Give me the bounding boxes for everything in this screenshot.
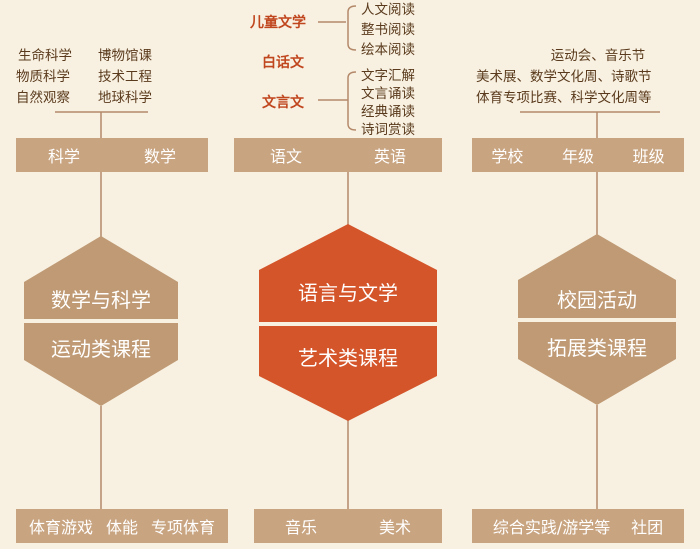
right-bar-grade: 年级 [561, 147, 594, 166]
left-bottom-bar: 体育游戏 体能 专项体育 [16, 509, 228, 543]
left-item-4: 技术工程 [98, 69, 152, 85]
hex-center-subtitle: 艺术类课程 [298, 346, 398, 370]
hex-left-title: 数学与科学 [51, 288, 151, 312]
wenyan-item-1: 文字汇解 [361, 68, 415, 84]
right-bar-class: 班级 [632, 147, 665, 166]
right-bottom-clubs: 社团 [631, 518, 664, 537]
center-bottom-art: 美术 [378, 518, 411, 537]
center-bar-chinese: 语文 [269, 147, 302, 166]
hex-left-subtitle: 运动类课程 [51, 337, 151, 361]
center-bottom-music: 音乐 [284, 518, 317, 537]
hex-divider-right [518, 318, 676, 322]
lit-item-1: 人文阅读 [361, 2, 415, 18]
left-top-bar: 科学 数学 [16, 138, 208, 172]
left-item-6: 地球科学 [98, 90, 152, 106]
right-top-bar: 学校 年级 班级 [472, 138, 684, 172]
branch-children-literature: 儿童文学 [250, 15, 306, 31]
right-bar-school: 学校 [491, 147, 524, 166]
left-bar-science: 科学 [47, 147, 80, 166]
left-item-2: 博物馆课 [98, 48, 152, 64]
right-bottom-practice: 综合实践/游学等 [492, 518, 611, 537]
left-bottom-fitness: 体能 [105, 518, 138, 537]
wenyan-item-2: 文言诵读 [361, 86, 415, 102]
left-item-5: 自然观察 [16, 90, 70, 106]
hex-right-subtitle: 拓展类课程 [547, 336, 647, 360]
branch-classical: 文言文 [262, 95, 304, 111]
right-item-2: 美术展、数学文化周、诗歌节 [476, 69, 652, 85]
center-bar-english: 英语 [373, 147, 406, 166]
branch-vernacular: 白话文 [262, 55, 304, 71]
hex-right-title: 校园活动 [557, 288, 637, 312]
left-bottom-special-pe: 专项体育 [150, 518, 215, 537]
wenyan-item-4: 诗词赏读 [361, 122, 415, 138]
right-item-3: 体育专项比赛、科学文化周等 [476, 90, 652, 106]
left-item-1: 生命科学 [18, 48, 72, 64]
left-bar-math: 数学 [143, 147, 176, 166]
center-top-bar: 语文 英语 [234, 138, 442, 172]
lit-item-2: 整书阅读 [361, 22, 415, 38]
right-item-1: 运动会、音乐节 [550, 48, 646, 64]
wenyan-item-3: 经典诵读 [361, 104, 415, 120]
hex-divider-left [24, 319, 178, 323]
hex-divider-center [259, 322, 437, 326]
left-bottom-pe-games: 体育游戏 [28, 518, 93, 537]
lit-item-3: 绘本阅读 [361, 42, 415, 58]
hex-center-title: 语言与文学 [298, 281, 398, 305]
left-item-3: 物质科学 [16, 69, 70, 85]
right-bottom-bar: 综合实践/游学等 社团 [472, 509, 684, 543]
center-bottom-bar: 音乐 美术 [254, 509, 442, 543]
